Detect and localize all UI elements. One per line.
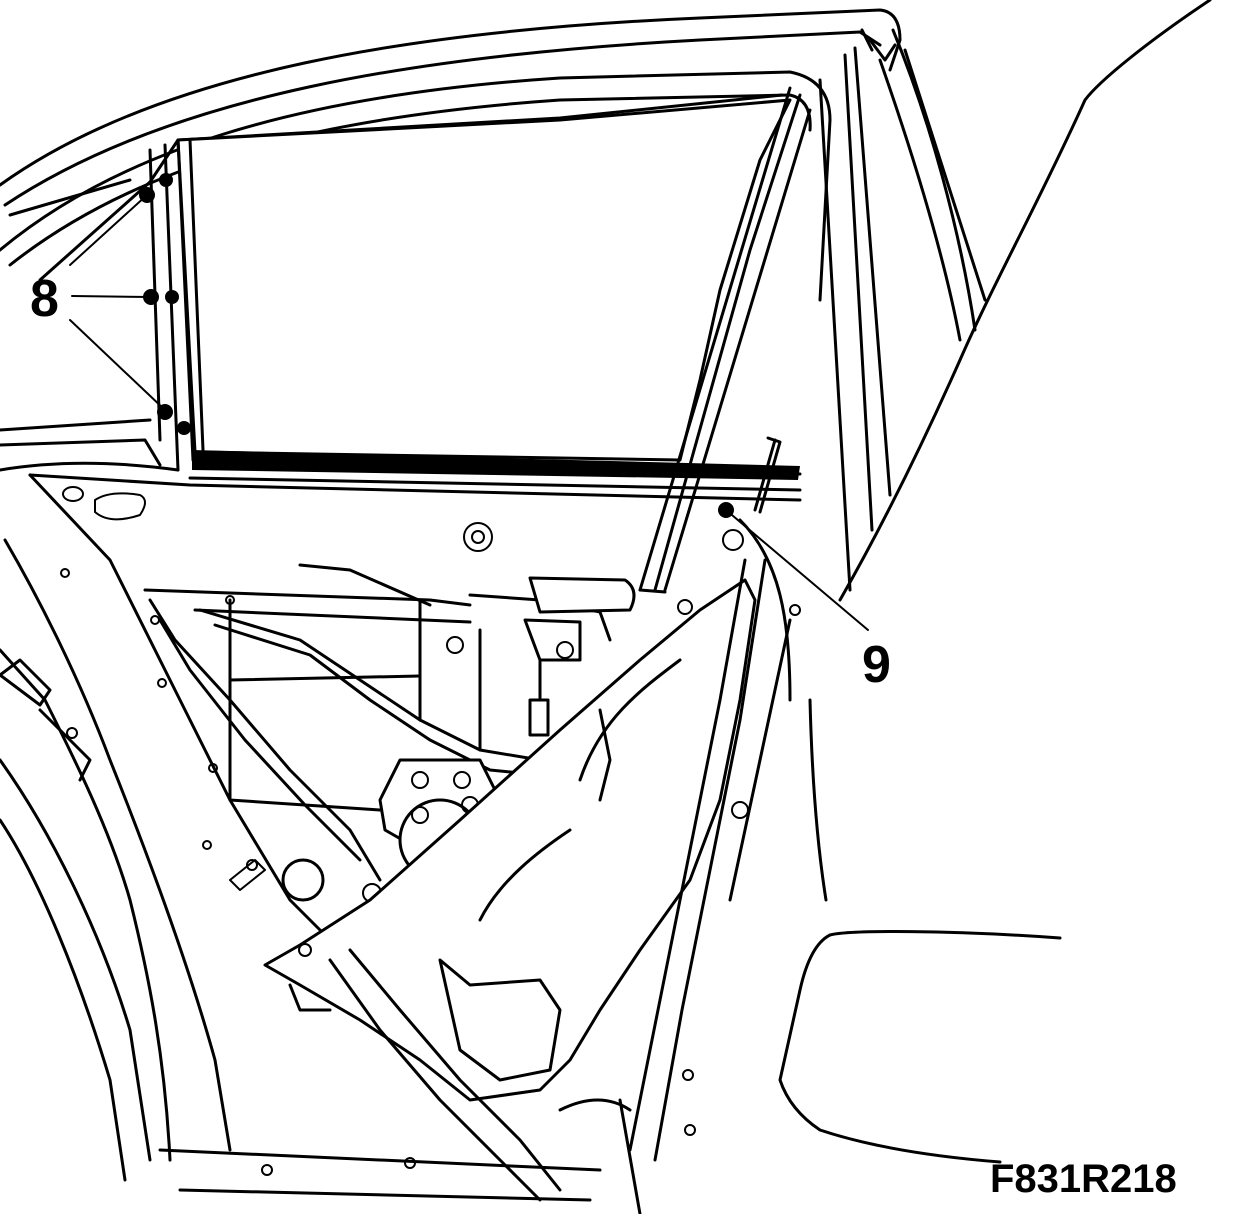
- stud-callout-9: 9: [718, 502, 891, 694]
- callout-label-9: 9: [862, 636, 891, 694]
- bolt-callout-8: 8: [30, 173, 191, 435]
- stud-marker: [718, 502, 734, 518]
- vapour-barrier-sheet: [263, 578, 757, 1202]
- rear-lower-rail: [628, 518, 801, 1162]
- bolt-marker: [143, 289, 159, 305]
- bolt-marker: [177, 421, 191, 435]
- bolt-marker: [157, 404, 173, 420]
- bolt-marker: [159, 173, 173, 187]
- door-window-glass: [176, 98, 792, 462]
- callout-label-8: 8: [30, 270, 59, 328]
- window-seal-strip: [188, 450, 802, 492]
- window-regulator: [143, 563, 636, 882]
- body-side-panel: [778, 0, 1212, 1164]
- bolt-marker: [165, 290, 179, 304]
- access-holes: [60, 486, 744, 1176]
- bolt-marker: [139, 187, 155, 203]
- figure-id: F831R218: [990, 1157, 1177, 1201]
- window-guide-rail: [638, 86, 812, 594]
